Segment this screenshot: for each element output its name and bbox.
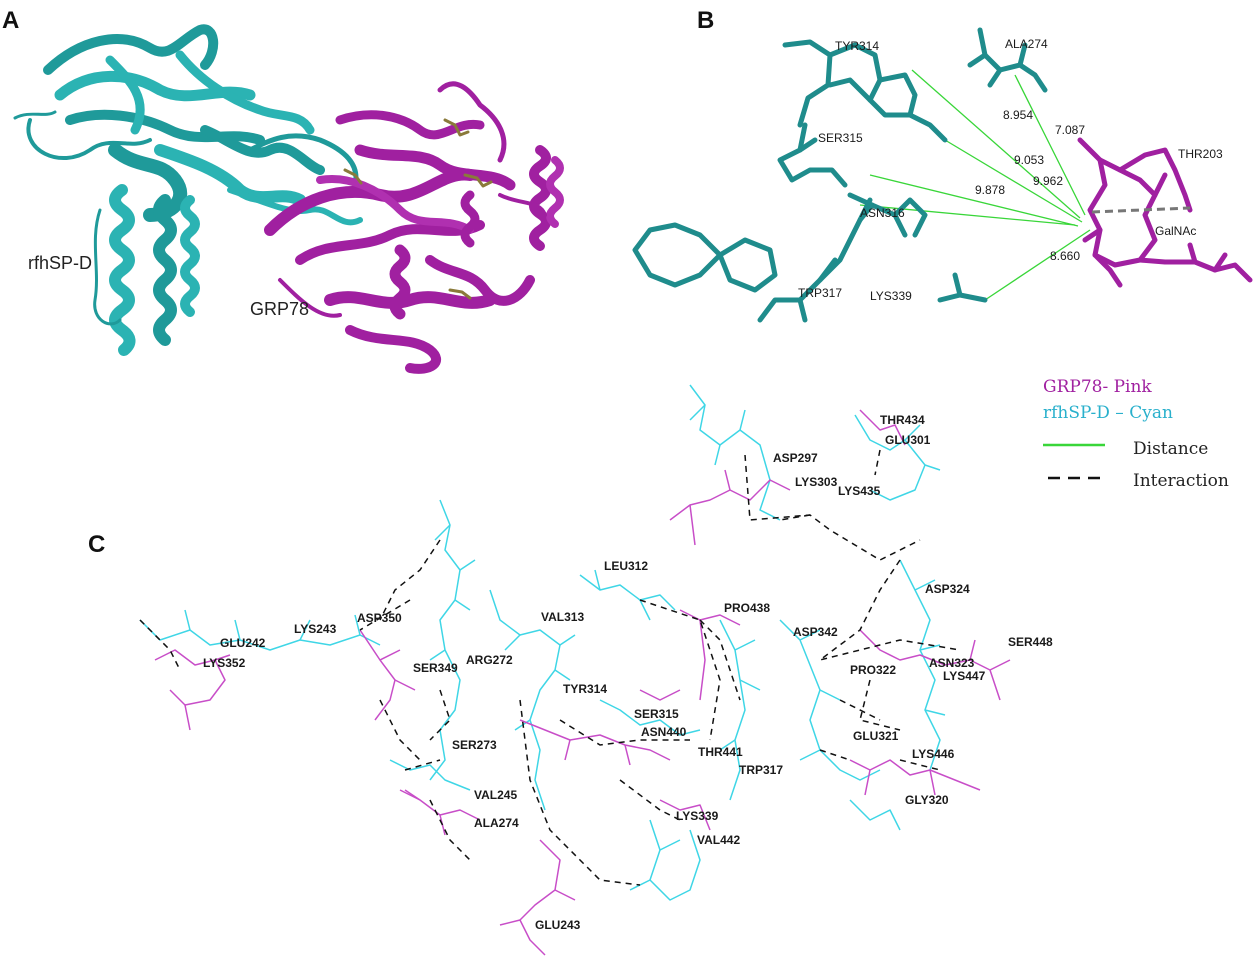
rfhsp-d-residue-sticks	[632, 27, 1048, 323]
residue-label-val313: VAL313	[541, 610, 584, 624]
grp78-label: GRP78	[250, 299, 309, 319]
residue-label-trp317: TRP317	[739, 763, 783, 777]
panel-c: C	[88, 384, 1053, 956]
residue-label-asn316: ASN316	[860, 206, 905, 220]
residue-label-ser273: SER273	[452, 738, 497, 752]
grp78-wireframe	[154, 409, 1011, 956]
galnac-interaction-line	[1091, 206, 1191, 214]
distance-value: 9.962	[1033, 174, 1063, 188]
residue-label-pro322: PRO322	[850, 663, 896, 677]
residue-label-lys339: LYS339	[870, 289, 912, 303]
residue-label-asp342: ASP342	[793, 625, 838, 639]
residue-label-lys243: LYS243	[294, 622, 337, 636]
residue-label-lys435: LYS435	[838, 484, 881, 498]
legend-rfhsp-d: rfhSP-D – Cyan	[1043, 403, 1173, 423]
rfhsp-d-ribbon-structure	[13, 24, 363, 356]
distance-lines	[859, 69, 1091, 301]
residue-label-glu242: GLU242	[220, 636, 266, 650]
legend-distance-label: Distance	[1133, 439, 1208, 459]
distance-value: 7.087	[1055, 123, 1085, 137]
residue-label-val442: VAL442	[697, 833, 740, 847]
residue-label-thr203: THR203	[1178, 147, 1223, 161]
panel-b: B	[632, 7, 1253, 323]
residue-label-ser315: SER315	[818, 131, 863, 145]
residue-label-ala274: ALA274	[474, 816, 519, 830]
panel-b-letter: B	[697, 7, 714, 34]
residue-label-thr441: THR441	[698, 745, 743, 759]
residue-label-lys352: LYS352	[203, 656, 246, 670]
residue-label-arg272: ARG272	[466, 653, 513, 667]
residue-label-galnac: GalNAc	[1155, 224, 1196, 238]
grp78-ribbon-structure	[264, 81, 564, 374]
residue-label-val245: VAL245	[474, 788, 517, 802]
residue-label-ala274: ALA274	[1005, 37, 1048, 51]
residue-label-tyr314: TYR314	[835, 39, 879, 53]
residue-label-asp324: ASP324	[925, 582, 970, 596]
residue-label-trp317: TRP317	[798, 286, 842, 300]
distance-value: 8.660	[1050, 249, 1080, 263]
distance-value: 8.954	[1003, 108, 1033, 122]
rfhsp-d-wireframe	[139, 384, 946, 901]
residue-label-lys303: LYS303	[795, 475, 838, 489]
residue-label-asn440: ASN440	[641, 725, 687, 739]
legend-grp78: GRP78- Pink	[1043, 377, 1152, 397]
residue-label-tyr314: TYR314	[563, 682, 607, 696]
residue-label-lys446: LYS446	[912, 747, 955, 761]
residue-label-asp297: ASP297	[773, 451, 818, 465]
interaction-lines	[139, 449, 961, 886]
distance-value: 9.053	[1014, 153, 1044, 167]
residue-label-thr434: THR434	[880, 413, 925, 427]
residue-label-glu321: GLU321	[853, 729, 899, 743]
distance-value: 9.878	[975, 183, 1005, 197]
legend-interaction-label: Interaction	[1133, 471, 1229, 491]
panel-a: A	[2, 7, 564, 374]
residue-label-pro438: PRO438	[724, 601, 770, 615]
residue-label-lys447: LYS447	[943, 669, 986, 683]
galnac-thr203-sticks	[1077, 137, 1253, 288]
residue-label-ser315: SER315	[634, 707, 679, 721]
residue-label-ser448: SER448	[1008, 635, 1053, 649]
residue-label-leu312: LEU312	[604, 559, 648, 573]
residue-label-glu301: GLU301	[885, 433, 931, 447]
rfhsp-d-label: rfhSP-D	[28, 253, 92, 273]
residue-label-lys339: LYS339	[676, 809, 719, 823]
residue-label-gly320: GLY320	[905, 793, 949, 807]
panel-c-letter: C	[88, 531, 105, 558]
residue-label-asp350: ASP350	[357, 611, 402, 625]
residue-label-ser349: SER349	[413, 661, 458, 675]
panel-a-letter: A	[2, 7, 19, 34]
residue-label-asn323: ASN323	[929, 656, 975, 670]
legend: GRP78- Pink rfhSP-D – Cyan Distance Inte…	[1043, 377, 1229, 491]
residue-label-glu243: GLU243	[535, 918, 581, 932]
